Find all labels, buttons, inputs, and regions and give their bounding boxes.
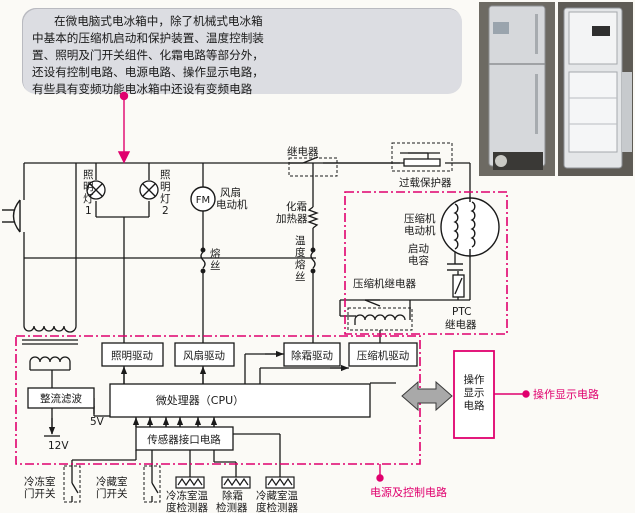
freezer-temp-label-1: 冷冻室温 (166, 489, 208, 502)
freezer-temp-sensor-icon (175, 476, 205, 489)
defrost-det-label-1: 除霜 (222, 489, 243, 502)
note-line-1: 在微电脑式电冰箱中，除了机械式电冰箱 (54, 14, 263, 28)
ptc-relay-icon (452, 274, 465, 298)
defrost-drive-label: 除霜驱动 (291, 349, 333, 362)
comp-motor-label-2: 电动机 (404, 224, 436, 237)
fridge-photo-open (558, 2, 633, 176)
note-line-5: 有些具有变频功能电冰箱中还设有变频电路 (32, 82, 253, 96)
start-cap-label-1: 启动 (408, 242, 429, 255)
rectifier-box (27, 387, 95, 409)
compressor-relay-icon (347, 299, 413, 331)
display-label-1: 操作 (464, 373, 485, 386)
sensor-interface-box (135, 426, 234, 451)
overload-label: 过载保护器 (399, 176, 452, 189)
power-plug-icon (2, 199, 21, 233)
sensor-label: 传感器接口电路 (147, 433, 221, 446)
display-label-2: 显示 (464, 387, 485, 399)
defrost-heater-icon (307, 206, 319, 229)
fridge-door-label-2: 门开关 (96, 487, 128, 500)
v12-label: 12V (48, 440, 69, 452)
temp-fuse-icon (310, 247, 316, 274)
note-line-4: 还设有控制电路、电源电路、操作显示电路， (32, 65, 264, 79)
fridge-door-switch-icon (143, 465, 161, 503)
lamp-2-icon (139, 180, 159, 200)
overload-protector-icon (403, 152, 441, 167)
fuse-label-1: 熔 (210, 247, 221, 260)
relay-label: 继电器 (287, 145, 319, 158)
fan-motor-icon: FM (190, 186, 216, 212)
fridge-temp-sensor-icon (265, 476, 295, 489)
defrost-sensor-icon (221, 476, 251, 489)
light-2-label-4: 2 (162, 205, 169, 217)
fan-motor-label-2: 电动机 (216, 198, 248, 211)
light-1-label-1: 照 (83, 169, 94, 181)
fm-label: FM (196, 195, 210, 206)
power-control-callout: 电源及控制电路 (370, 485, 447, 499)
note-line-2: 中基本的压缩机启动和保护装置、温度控制装 (32, 31, 264, 45)
freezer-door-label-2: 门开关 (24, 487, 56, 500)
comp-drive-label: 压缩机驱动 (357, 349, 410, 362)
fridge-photo-closed (479, 2, 555, 176)
light-drive-label: 照明驱动 (111, 350, 153, 362)
temp-fuse-label-3: 熔 (295, 258, 306, 271)
light-2-label-2: 明 (160, 181, 171, 193)
start-cap-label-2: 电容 (408, 254, 429, 267)
fuse-label-2: 丝 (210, 260, 221, 272)
compressor-motor-icon (440, 196, 500, 258)
defrost-drive-box (283, 342, 341, 367)
light-1-label-3: 灯 (83, 193, 94, 205)
cpu-label: 微处理器（CPU） (156, 393, 244, 407)
lamp-1-icon (86, 180, 106, 200)
display-circuit-callout: 操作显示电路 (533, 387, 599, 401)
ptc-label-2: 继电器 (445, 318, 477, 331)
defrost-det-label-2: 检测器 (216, 501, 248, 513)
fuse-icon (200, 247, 206, 274)
display-circuit-box (453, 350, 495, 439)
light-2-label-3: 灯 (160, 193, 171, 205)
transformer-icon (22, 318, 78, 371)
cpu-box (109, 383, 371, 418)
bidirectional-arrow-icon (401, 380, 453, 412)
temp-fuse-label-4: 丝 (295, 271, 306, 283)
overload-box (391, 142, 453, 172)
fridge-closed-image (479, 2, 555, 176)
fridge-temp-label-1: 冷藏室温 (256, 489, 298, 502)
defrost-heater-label-2: 加热器 (276, 212, 308, 225)
explanation-note: 在微电脑式电冰箱中，除了机械式电冰箱 中基本的压缩机启动和保护装置、温度控制装 … (22, 8, 462, 96)
note-line-3: 置、照明及门开关组件、化霜电路等部分外， (32, 48, 264, 62)
freezer-door-label-1: 冷冻室 (24, 475, 56, 488)
freezer-temp-label-2: 度检测器 (166, 501, 208, 513)
display-label-3: 电路 (464, 399, 485, 412)
comp-relay-label: 压缩机继电器 (353, 277, 416, 290)
fridge-open-image (558, 2, 633, 176)
compressor-region (344, 191, 508, 335)
light-1-label-2: 明 (83, 181, 94, 193)
fridge-door-label-1: 冷藏室 (96, 475, 128, 488)
light-drive-box (101, 342, 164, 367)
compressor-drive-box (348, 342, 418, 367)
fan-drive-label: 风扇驱动 (183, 349, 225, 362)
fan-drive-box (174, 342, 235, 367)
comp-motor-label-1: 压缩机 (404, 212, 436, 225)
callout-leaders (117, 91, 530, 482)
light-2-label-1: 照 (160, 169, 171, 181)
fan-motor-label-1: 风扇 (220, 186, 241, 199)
fridge-temp-label-2: 度检测器 (256, 501, 298, 513)
signal-arrows (48, 350, 349, 435)
temp-fuse-label-1: 温 (295, 235, 306, 247)
temp-fuse-label-2: 度 (295, 246, 306, 259)
relay-box (288, 157, 338, 177)
relay-contact-icon (289, 156, 337, 164)
rectifier-label: 整流滤波 (40, 392, 82, 405)
ptc-label-1: PTC (452, 306, 471, 318)
light-1-label-4: 1 (85, 205, 92, 217)
defrost-heater-label-1: 化霜 (286, 200, 307, 213)
start-capacitor-icon (447, 263, 463, 271)
v5-label: 5V (90, 416, 105, 428)
freezer-door-switch-icon (63, 465, 81, 503)
